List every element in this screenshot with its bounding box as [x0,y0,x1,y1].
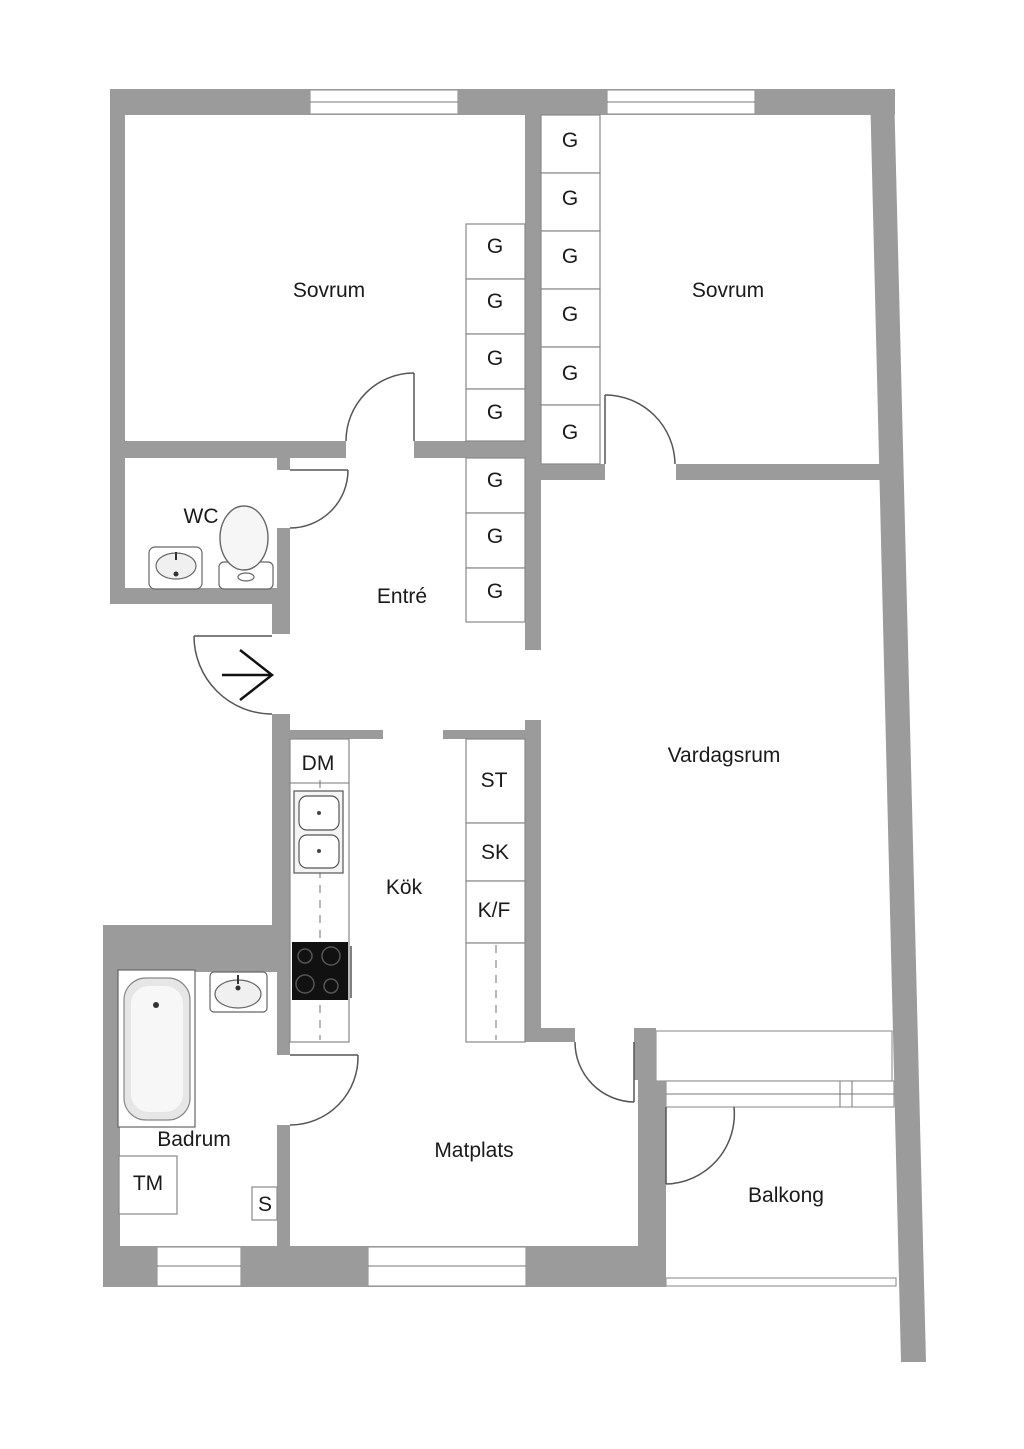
windows [156,89,897,1287]
wardrobe-label: G [562,129,578,152]
balcony-glazing [655,1030,893,1082]
wardrobe-label: G [487,525,503,548]
entrance-arrow-icon [222,649,275,701]
stove-icon [292,942,352,1000]
storage-st-label: ST [481,769,508,792]
wardrobe-cell [465,388,526,442]
washing-machine-box [118,1155,178,1215]
wardrobe-cell [540,404,601,465]
wardrobes-right: G G G G G G [540,114,601,465]
wardrobe-label: G [562,187,578,210]
room-label-sovrum-right: Sovrum [692,279,764,302]
sink-icon [293,790,344,874]
wardrobe-label: G [487,401,503,424]
toilet-icon [218,505,274,590]
wardrobe-label: G [487,580,503,603]
room-label-balkong: Balkong [748,1184,824,1207]
wardrobe-cell [540,346,601,406]
doors [193,372,736,1185]
room-label-matplats: Matplats [434,1139,513,1162]
wc-fixtures [148,505,274,590]
s-cabinet-box [251,1186,278,1221]
wardrobe-cell [540,288,601,348]
wardrobe-label: G [562,245,578,268]
s-cabinet-label: S [258,1193,272,1216]
wardrobe-label: G [562,421,578,444]
room-label-badrum: Badrum [157,1128,231,1151]
room-labels: Sovrum Sovrum WC Entré Vardagsrum Kök Ba… [157,279,824,1207]
wardrobe-cell [465,333,526,390]
wardrobe-label: G [487,469,503,492]
wardrobe-cell [465,278,526,335]
fridge-freezer-label: K/F [478,899,511,922]
wardrobe-label: G [487,235,503,258]
wardrobe-label: G [562,362,578,385]
room-label-entre: Entré [377,585,427,608]
wardrobe-label: G [562,303,578,326]
room-label-kok: Kök [386,876,423,899]
interior-walls [110,115,881,1286]
dishwasher-label: DM [302,752,335,775]
wardrobe-label: G [487,347,503,370]
balcony-bottom-rail [665,1277,897,1287]
kitchen-right-counter: ST SK K/F [465,738,526,1043]
room-label-vardagsrum: Vardagsrum [668,744,781,767]
wardrobes-left: G G G G [465,223,526,442]
wardrobe-cell [465,567,526,623]
storage-sk-label: SK [481,841,509,864]
washing-machine-label: TM [133,1172,163,1195]
washbasin-icon [148,546,203,590]
wardrobe-cell [465,223,526,280]
kitchen-left-counter: DM [289,738,352,1043]
room-label-wc: WC [184,505,219,528]
bathtub-icon [117,969,196,1128]
bathroom-fixtures: TM S [117,969,278,1221]
wardrobe-cell [540,114,601,174]
bath-washbasin-icon [209,971,268,1013]
room-label-sovrum-left: Sovrum [293,279,365,302]
wardrobe-label: G [487,290,503,313]
wardrobes-entre: G G G [465,457,526,623]
